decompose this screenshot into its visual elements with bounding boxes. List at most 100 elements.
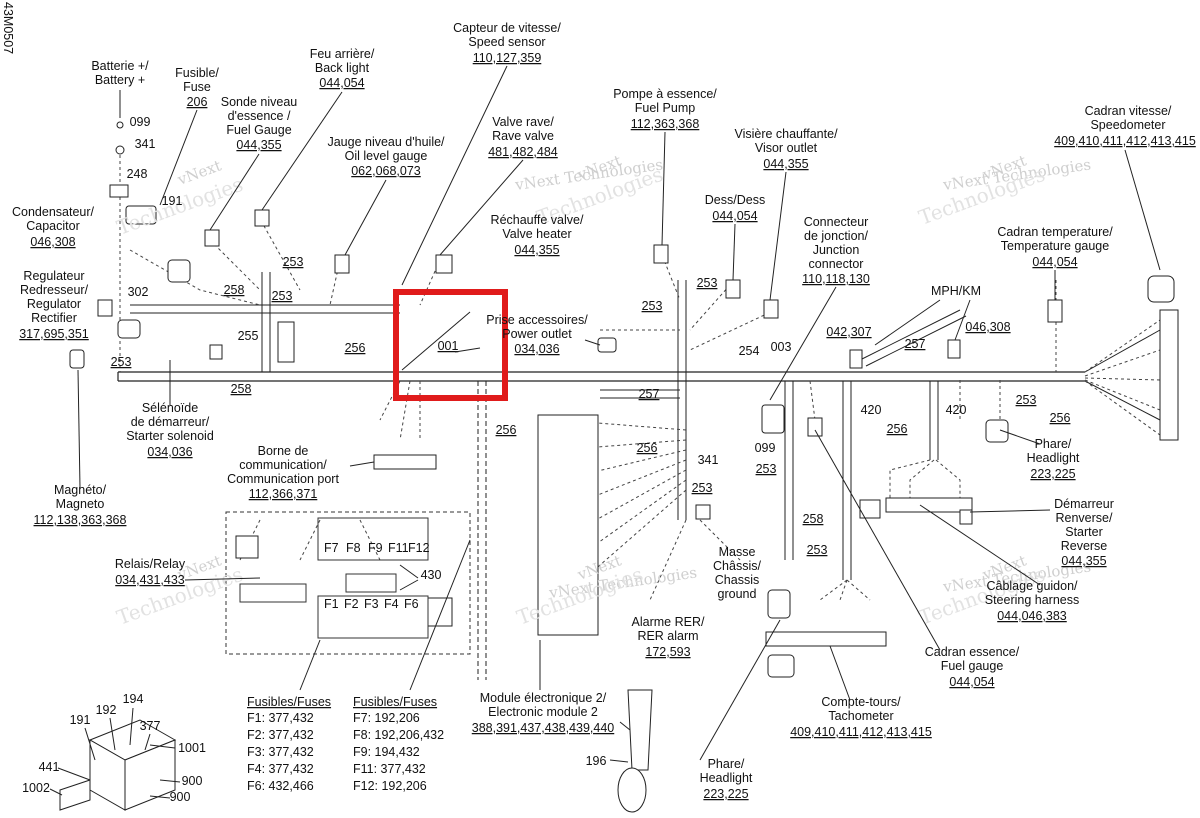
tachometer-label: Compte-tours/ bbox=[821, 695, 901, 709]
fuse-slot-label: F12 bbox=[408, 541, 430, 555]
callout: 001 bbox=[438, 339, 459, 353]
callout: 256 bbox=[496, 423, 517, 437]
fuse-label: Fusible/ bbox=[175, 66, 219, 80]
fuel-sensor-label: d'essence / bbox=[228, 109, 291, 123]
fuse-slot-label: F2 bbox=[344, 597, 359, 611]
speedometer-label: Cadran vitesse/ bbox=[1085, 104, 1172, 118]
starter-solenoid-ref: 034,036 bbox=[147, 445, 192, 459]
fuel-gauge-label: Cadran essence/ bbox=[925, 645, 1020, 659]
fuse-row: F7: 192,206 bbox=[353, 711, 420, 725]
connectors bbox=[69, 121, 1179, 813]
regulator-ref: 317,695,351 bbox=[19, 327, 89, 341]
headlight-ref: 223,225 bbox=[1030, 467, 1075, 481]
headlight-label: Phare/ bbox=[1035, 437, 1072, 451]
callout: 042,307 bbox=[826, 325, 871, 339]
callout: 1002 bbox=[22, 781, 50, 795]
callout: 258 bbox=[231, 382, 252, 396]
reverse-starter-label: Démarreur bbox=[1054, 497, 1114, 511]
headlight-bottom-label: Phare/ bbox=[708, 757, 745, 771]
callout: 430 bbox=[421, 568, 442, 582]
comm-port-label: Communication port bbox=[227, 472, 339, 486]
callout: 191 bbox=[70, 713, 91, 727]
back-light-label: Back light bbox=[315, 61, 370, 75]
speed-sensor-label: Speed sensor bbox=[468, 35, 545, 49]
callout: 191 bbox=[162, 194, 183, 208]
regulator-label: Regulator bbox=[27, 297, 81, 311]
magneto-label: Magnéto/ bbox=[54, 483, 107, 497]
callout: 253 bbox=[283, 255, 304, 269]
tachometer-label: Tachometer bbox=[828, 709, 893, 723]
callout: 900 bbox=[170, 790, 191, 804]
rave-valve-label: Valve rave/ bbox=[492, 115, 554, 129]
callout: 046,308 bbox=[965, 320, 1010, 334]
fuel-gauge-ref: 044,054 bbox=[949, 675, 994, 689]
relay-ref: 034,431,433 bbox=[115, 573, 185, 587]
valve-heater-label: Réchauffe valve/ bbox=[491, 213, 584, 227]
callout: 377 bbox=[140, 719, 161, 733]
fuel-gauge-label: Fuel gauge bbox=[941, 659, 1004, 673]
temp-gauge-label: Temperature gauge bbox=[1001, 239, 1109, 253]
back-light-ref: 044,054 bbox=[319, 76, 364, 90]
callout: 253 bbox=[1016, 393, 1037, 407]
starter-solenoid-label: Starter solenoid bbox=[126, 429, 214, 443]
back-light-label: Feu arrière/ bbox=[310, 47, 375, 61]
fuse-box bbox=[225, 511, 471, 655]
power-outlet-ref: 034,036 bbox=[514, 342, 559, 356]
callout: 257 bbox=[905, 337, 926, 351]
chassis-ground-label: ground bbox=[718, 587, 757, 601]
dess-label: Dess/Dess bbox=[705, 193, 765, 207]
headlight-bottom-label: Headlight bbox=[700, 771, 753, 785]
fuse-slot-label: F7 bbox=[324, 541, 339, 555]
fuel-pump-label: Pompe à essence/ bbox=[613, 87, 717, 101]
callout: 099 bbox=[130, 115, 151, 129]
callout: 1001 bbox=[178, 741, 206, 755]
callout: 255 bbox=[238, 329, 259, 343]
reverse-starter-label: Reverse bbox=[1061, 539, 1108, 553]
callout: 253 bbox=[272, 289, 293, 303]
callout: 256 bbox=[637, 441, 658, 455]
fuel-sensor-label: Fuel Gauge bbox=[226, 123, 291, 137]
callout: 253 bbox=[692, 481, 713, 495]
steering-harness-label: Câblage guidon/ bbox=[986, 579, 1078, 593]
callout-numbers: 099 341 248 191 253 258 253 302 255 256 … bbox=[22, 115, 1070, 804]
capacitor-label: Capacitor bbox=[26, 219, 80, 233]
regulator-label: Rectifier bbox=[31, 311, 77, 325]
magneto-ref: 112,138,363,368 bbox=[34, 513, 127, 527]
reverse-starter-label: Starter bbox=[1065, 525, 1103, 539]
reverse-starter-label: Renverse/ bbox=[1056, 511, 1113, 525]
speed-sensor-label: Capteur de vitesse/ bbox=[453, 21, 561, 35]
speedometer-label: Speedometer bbox=[1090, 118, 1165, 132]
fuse-slot-label: F1 bbox=[324, 597, 339, 611]
speedometer-ref: 409,410,411,412,413,415 bbox=[1054, 134, 1196, 148]
dess-ref: 044,054 bbox=[712, 209, 757, 223]
fuse-ref: 206 bbox=[187, 95, 208, 109]
oil-gauge-label: Oil level gauge bbox=[345, 149, 428, 163]
callout: 341 bbox=[135, 137, 156, 151]
callout: 253 bbox=[756, 462, 777, 476]
power-outlet-label: Power outlet bbox=[502, 327, 572, 341]
magneto-label: Magneto bbox=[56, 497, 105, 511]
fuse-row: F2: 377,432 bbox=[247, 728, 314, 742]
comm-port-label: Borne de bbox=[258, 444, 309, 458]
starter-solenoid-label: Sélénoïde bbox=[142, 401, 198, 415]
callout: 253 bbox=[807, 543, 828, 557]
fuse-row: F4: 377,432 bbox=[247, 762, 314, 776]
oil-gauge-ref: 062,068,073 bbox=[351, 164, 421, 178]
fuse-row: F3: 377,432 bbox=[247, 745, 314, 759]
comm-port-label: communication/ bbox=[239, 458, 327, 472]
relay-label: Relais/Relay bbox=[115, 557, 186, 571]
rer-alarm-label: Alarme RER/ bbox=[632, 615, 705, 629]
capacitor-ref: 046,308 bbox=[30, 235, 75, 249]
callout: 258 bbox=[224, 283, 245, 297]
fuse-table-left: Fusibles/Fuses F1: 377,432 F2: 377,432 F… bbox=[247, 695, 331, 793]
power-outlet-label: Prise accessoires/ bbox=[486, 313, 588, 327]
callout: 003 bbox=[771, 340, 792, 354]
starter-solenoid-label: de démarreur/ bbox=[131, 415, 210, 429]
fuse-row: F12: 192,206 bbox=[353, 779, 427, 793]
junction-label: de jonction/ bbox=[804, 229, 868, 243]
callout: 256 bbox=[1050, 411, 1071, 425]
fuse-slot-label: F11 bbox=[388, 541, 409, 555]
visor-outlet-ref: 044,355 bbox=[763, 157, 808, 171]
callout: 256 bbox=[345, 341, 366, 355]
valve-heater-label: Valve heater bbox=[502, 227, 571, 241]
